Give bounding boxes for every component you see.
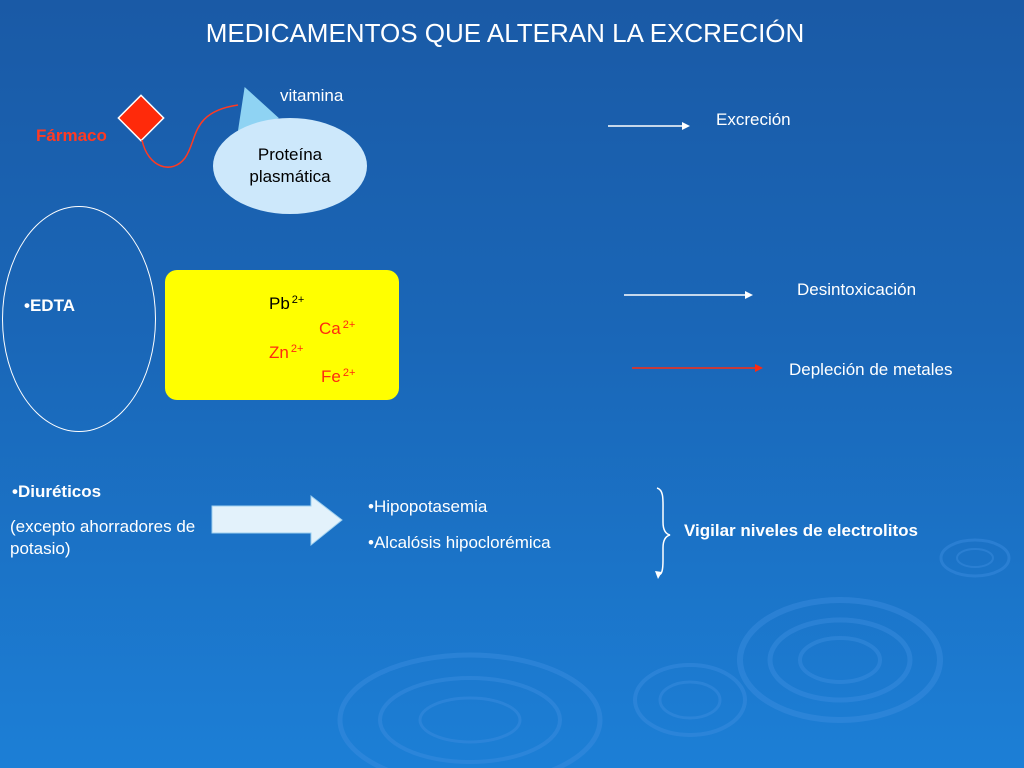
metal-ions-box: [165, 270, 399, 400]
page-title: MEDICAMENTOS QUE ALTERAN LA EXCRECIÓN: [205, 18, 805, 48]
protein-label-line1: Proteína: [257, 144, 323, 164]
excretion-arrow: [608, 122, 690, 130]
diuretics-block-arrow: [211, 494, 343, 547]
brace-arrow-tip: [655, 571, 662, 579]
depletion-label: Depleción de metales: [789, 360, 953, 379]
edta-oval: [2, 206, 156, 432]
drug-diamond-icon: [117, 94, 165, 142]
diuretics-note: (excepto ahorradores de potasio): [10, 517, 196, 559]
detox-arrow: [624, 291, 753, 299]
detox-label: Desintoxicación: [797, 280, 917, 299]
drug-label: Fármaco: [36, 126, 107, 145]
edta-label: •EDTA: [24, 296, 75, 315]
excretion-label: Excreción: [716, 110, 791, 129]
plasma-protein-oval: Proteína plasmática: [213, 118, 367, 214]
vitamin-label: vitamina: [280, 86, 344, 105]
curly-brace-icon: [656, 487, 671, 576]
depletion-arrow: [632, 364, 763, 372]
drug-binding-curve: [141, 104, 239, 168]
effect-alkalosis: •Alcalósis hipoclorémica: [368, 533, 551, 552]
background-ripples: [337, 538, 1011, 768]
protein-label-line2: plasmática: [249, 167, 331, 186]
diuretics-label: •Diuréticos: [12, 482, 102, 501]
effect-hypokalemia: •Hipopotasemia: [368, 497, 488, 516]
recommendation-text: Vigilar niveles de electrolitos: [684, 521, 919, 540]
